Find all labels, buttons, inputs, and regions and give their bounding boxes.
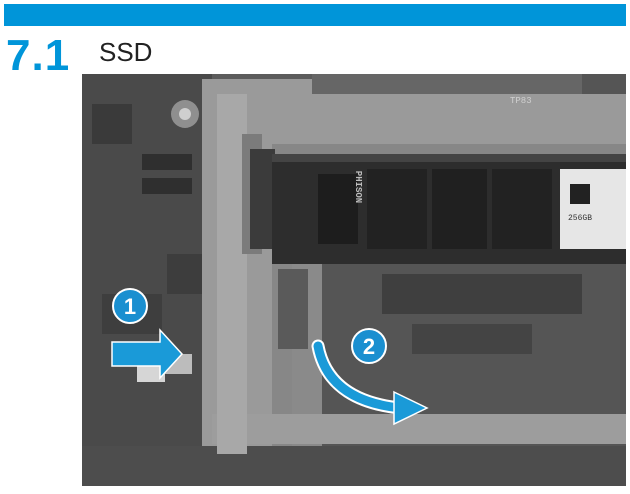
ssd-brand-label: PHISON xyxy=(353,170,364,204)
callout-2-badge xyxy=(351,328,387,364)
section-title: SSD xyxy=(99,37,153,67)
ssd-capacity-label: 256GB xyxy=(568,214,593,223)
arrow-right-icon xyxy=(111,328,184,380)
section-number: 7.1 xyxy=(6,31,71,80)
header-bar xyxy=(4,4,626,26)
callout-1-badge xyxy=(112,288,148,324)
curved-arrow-icon xyxy=(313,341,405,413)
ssd-removal-photo: 1 2 PHISON 256GB TP83 xyxy=(82,74,626,486)
board-label: TP83 xyxy=(510,96,532,106)
callout-2-number: 2 xyxy=(363,334,375,359)
photo-illustration: 1 2 xyxy=(82,74,626,486)
callout-1-number: 1 xyxy=(124,294,136,319)
